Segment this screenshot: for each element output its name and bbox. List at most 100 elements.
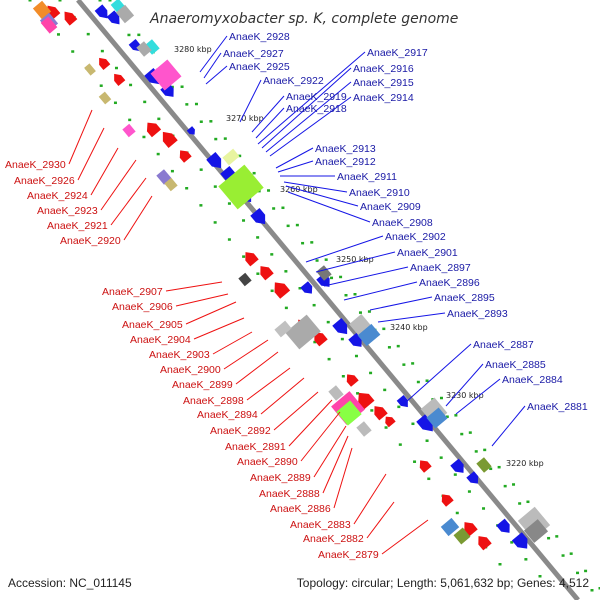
reverse-gene-label[interactable]: AnaeK_2926 [14,175,75,187]
guide-dot [143,100,147,104]
forward-label-leader [199,35,228,73]
feature-box [164,177,178,192]
reverse-label-leader [77,127,105,181]
reverse-gene-label[interactable]: AnaeK_2906 [112,301,173,313]
forward-gene-label[interactable]: AnaeK_2917 [367,47,428,59]
forward-gene-label[interactable]: AnaeK_2912 [315,156,376,168]
forward-gene-label[interactable]: AnaeK_2922 [263,75,324,87]
reverse-gene-label[interactable]: AnaeK_2920 [60,235,121,247]
guide-dot [142,135,146,139]
forward-gene-label[interactable]: AnaeK_2896 [419,277,480,289]
reverse-gene-label[interactable]: AnaeK_2882 [303,533,364,545]
reverse-gene-label[interactable]: AnaeK_2886 [270,503,331,515]
feature-box [476,457,492,473]
guide-dot [397,405,401,409]
reverse-gene-label[interactable]: AnaeK_2883 [290,519,351,531]
reverse-gene-label[interactable]: AnaeK_2898 [183,395,244,407]
forward-gene-label[interactable]: AnaeK_2901 [397,247,458,259]
guide-dot [324,258,328,261]
guide-dot [157,117,161,121]
forward-gene-label[interactable]: AnaeK_2919 [286,91,347,103]
forward-label-leader [377,312,446,323]
guide-dot [369,371,373,375]
guide-dot [242,219,246,222]
forward-label-leader [305,235,384,263]
guide-dot [483,448,487,452]
reverse-gene-label[interactable]: AnaeK_2888 [259,488,320,500]
guide-dot [170,169,174,173]
guide-dot [86,32,90,36]
forward-gene-label[interactable]: AnaeK_2915 [353,77,414,89]
guide-dot [538,575,542,578]
forward-gene-label[interactable]: AnaeK_2910 [349,187,410,199]
guide-dot [301,241,305,245]
forward-gene-glyph [511,532,528,549]
forward-gene-label[interactable]: AnaeK_2908 [372,217,433,229]
forward-gene-label[interactable]: AnaeK_2887 [473,339,534,351]
reverse-gene-label[interactable]: AnaeK_2879 [318,549,379,561]
reverse-gene-label[interactable]: AnaeK_2894 [197,409,258,421]
forward-gene-label[interactable]: AnaeK_2914 [353,92,414,104]
reverse-gene-label[interactable]: AnaeK_2923 [37,205,98,217]
forward-gene-label[interactable]: AnaeK_2909 [360,201,421,213]
reverse-gene-label[interactable]: AnaeK_2903 [149,349,210,361]
forward-gene-label[interactable]: AnaeK_2893 [447,308,508,320]
reverse-gene-label[interactable]: AnaeK_2924 [27,190,88,202]
forward-gene-label[interactable]: AnaeK_2913 [315,143,376,155]
feature-box [98,91,112,105]
gene-labels[interactable]: AnaeK_2928AnaeK_2927AnaeK_2925AnaeK_2922… [5,31,588,561]
forward-gene-label[interactable]: AnaeK_2916 [353,63,414,75]
guide-dot [367,310,371,313]
reverse-gene-label[interactable]: AnaeK_2889 [250,472,311,484]
reverse-gene-label[interactable]: AnaeK_2904 [130,334,191,346]
reverse-gene-label[interactable]: AnaeK_2892 [210,425,271,437]
forward-label-leader [405,343,472,403]
reverse-gene-glyph [146,122,162,138]
forward-gene-label[interactable]: AnaeK_2918 [286,103,347,115]
guide-dot [242,255,246,258]
guide-dot [453,473,457,476]
reverse-gene-label[interactable]: AnaeK_2921 [47,220,108,232]
feature-box [238,272,252,287]
forward-label-leader [261,67,352,149]
guide-dot [339,275,343,279]
forward-gene-glyph [450,458,464,473]
guide-dot [569,552,573,555]
forward-gene-label[interactable]: AnaeK_2881 [527,401,588,413]
feature-box [115,4,135,24]
reverse-gene-label[interactable]: AnaeK_2890 [237,456,298,468]
forward-gene-label[interactable]: AnaeK_2884 [502,374,563,386]
reverse-gene-label[interactable]: AnaeK_2900 [160,364,221,376]
forward-gene-label[interactable]: AnaeK_2902 [385,231,446,243]
guide-dot [313,340,317,344]
guide-dot [213,221,217,224]
guide-dot [468,431,472,434]
reverse-gene-glyph [314,332,328,347]
reverse-label-leader [90,147,119,196]
guide-dot [194,102,198,106]
guide-dot [411,362,415,365]
guide-dot [503,484,507,488]
forward-gene-label[interactable]: AnaeK_2897 [410,262,471,274]
reverse-gene-glyph [374,406,388,421]
reverse-gene-label[interactable]: AnaeK_2907 [102,286,163,298]
guide-dot [387,346,391,349]
forward-gene-label[interactable]: AnaeK_2925 [229,61,290,73]
guide-dot [482,507,486,510]
forward-gene-label[interactable]: AnaeK_2928 [229,31,290,43]
guide-dot [310,241,314,244]
reverse-label-leader [333,447,353,509]
forward-label-leader [287,191,371,223]
reverse-gene-label[interactable]: AnaeK_2899 [172,379,233,391]
forward-gene-label[interactable]: AnaeK_2885 [485,359,546,371]
reverse-gene-label[interactable]: AnaeK_2891 [225,441,286,453]
forward-label-leader [269,96,352,157]
guide-dot [252,171,256,175]
forward-gene-label[interactable]: AnaeK_2927 [223,48,284,60]
reverse-label-leader [322,435,349,494]
forward-gene-label[interactable]: AnaeK_2911 [337,171,397,183]
forward-gene-label[interactable]: AnaeK_2895 [434,292,495,304]
reverse-gene-label[interactable]: AnaeK_2930 [5,159,66,171]
reverse-gene-label[interactable]: AnaeK_2905 [122,319,183,331]
reverse-label-leader [165,281,223,292]
